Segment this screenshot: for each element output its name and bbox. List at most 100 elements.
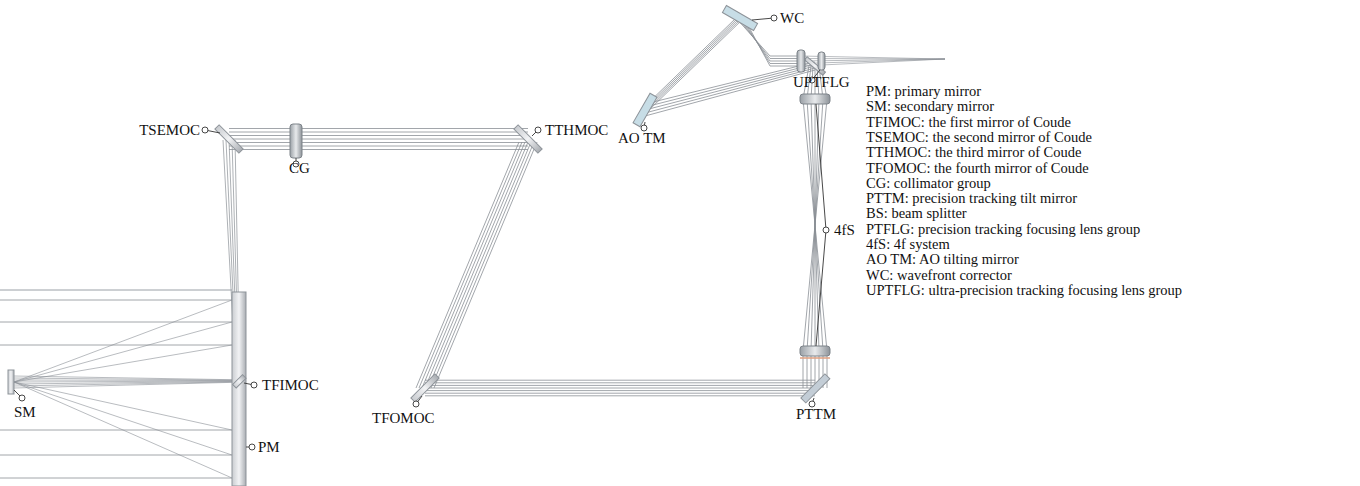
light-ray bbox=[0, 430, 232, 431]
primary-mirror bbox=[232, 292, 246, 486]
key-entry: BS: beam splitter bbox=[866, 206, 967, 221]
light-ray bbox=[428, 142, 531, 388]
light-ray bbox=[425, 382, 815, 383]
coude-mirror bbox=[514, 125, 542, 153]
light-ray bbox=[416, 142, 519, 388]
callout-label: TFIMOC bbox=[262, 377, 319, 393]
light-ray bbox=[0, 300, 232, 301]
light-ray bbox=[803, 99, 827, 351]
light-ray bbox=[14, 382, 232, 430]
callout-label: TTHMOC bbox=[545, 122, 608, 138]
light-ray bbox=[643, 18, 738, 110]
lens bbox=[818, 52, 825, 70]
lens bbox=[797, 50, 805, 72]
light-ray bbox=[14, 300, 232, 382]
light-ray bbox=[14, 380, 238, 382]
light-ray bbox=[425, 142, 528, 388]
light-ray bbox=[0, 322, 232, 323]
light-ray bbox=[431, 142, 534, 388]
lens bbox=[800, 346, 830, 356]
key-entry: SM: secondary mirror bbox=[866, 99, 994, 114]
callout-label: WC bbox=[780, 10, 804, 26]
light-ray bbox=[14, 376, 238, 380]
light-ray bbox=[645, 18, 740, 110]
light-ray bbox=[14, 382, 232, 478]
light-ray bbox=[14, 382, 238, 388]
light-ray bbox=[425, 395, 815, 396]
lens bbox=[800, 94, 830, 104]
light-ray bbox=[815, 351, 816, 388]
light-ray bbox=[422, 142, 525, 388]
light-ray bbox=[14, 382, 232, 455]
coude-mirror bbox=[215, 125, 243, 153]
key-entry: AO TM: AO tilting mirror bbox=[866, 252, 1019, 267]
light-ray bbox=[229, 142, 528, 143]
housing-edge bbox=[0, 290, 232, 291]
light-ray bbox=[807, 351, 808, 388]
light-ray bbox=[14, 378, 238, 380]
callout-dot bbox=[535, 127, 541, 133]
leader-line bbox=[816, 230, 826, 346]
light-ray bbox=[425, 380, 815, 381]
ao-tilt-mirror bbox=[633, 93, 657, 126]
light-ray bbox=[434, 142, 537, 388]
light-ray bbox=[645, 70, 815, 116]
callout-dot bbox=[413, 401, 419, 407]
callout-dot bbox=[823, 227, 829, 233]
callout-dot bbox=[251, 382, 257, 388]
callout-label: SM bbox=[14, 404, 36, 420]
light-ray bbox=[770, 66, 801, 67]
key-entry: TFIMOC: the first mirror of Coude bbox=[866, 115, 1071, 130]
light-ray bbox=[0, 478, 232, 479]
key-entry: PM: primary mirror bbox=[866, 84, 981, 99]
light-ray bbox=[425, 388, 815, 389]
key-entry: PTFLG: precision tracking focusing lens … bbox=[866, 222, 1140, 237]
leader-lines bbox=[14, 15, 829, 450]
light-ray bbox=[645, 68, 815, 113]
light-ray bbox=[803, 351, 804, 388]
key-entry: TSEMOC: the second mirror of Coude bbox=[866, 130, 1092, 145]
callout-label: TFOMOC bbox=[372, 410, 435, 426]
key-entry: PTTM: precision tracking tilt mirror bbox=[866, 191, 1077, 206]
callout-label: PTTM bbox=[796, 406, 836, 422]
callout-dot bbox=[249, 444, 255, 450]
callout-label: PM bbox=[258, 439, 280, 455]
light-ray bbox=[803, 99, 827, 351]
callout-label: TSEMOC bbox=[139, 122, 200, 138]
wavefront-corrector bbox=[722, 6, 757, 31]
light-ray bbox=[770, 63, 801, 64]
light-ray bbox=[0, 455, 232, 456]
light-ray bbox=[425, 393, 815, 394]
light-ray bbox=[229, 128, 528, 129]
light-ray bbox=[425, 385, 815, 386]
leader-line bbox=[816, 104, 826, 230]
light-ray bbox=[419, 142, 522, 388]
key-entry: TTHMOC: the third mirror of Coude bbox=[866, 145, 1081, 160]
light-ray bbox=[770, 56, 801, 57]
light-ray bbox=[770, 58, 801, 59]
light-ray bbox=[229, 132, 528, 133]
key-entry: TFOMOC: the fourth mirror of Coude bbox=[866, 161, 1089, 176]
callout-label: 4fS bbox=[834, 222, 855, 238]
key-entry: 4fS: 4f system bbox=[866, 237, 950, 252]
light-ray bbox=[229, 146, 528, 147]
key-entry: WC: wavefront corrector bbox=[866, 268, 1012, 283]
key-entry: CG: collimator group bbox=[866, 176, 991, 191]
callout-label: CG bbox=[289, 160, 310, 176]
light-ray bbox=[14, 322, 232, 382]
light-ray bbox=[649, 18, 744, 110]
light-ray bbox=[647, 18, 742, 110]
light-ray bbox=[0, 345, 232, 346]
key-entry: UPTFLG: ultra-precision tracking focusin… bbox=[866, 283, 1182, 298]
callout-dot bbox=[202, 127, 208, 133]
coude-mirror bbox=[233, 375, 246, 388]
optical-parts bbox=[0, 6, 830, 486]
callout-label: AO TM bbox=[618, 130, 666, 146]
collimator-lens bbox=[290, 124, 302, 158]
light-ray bbox=[425, 390, 815, 391]
callout-dot bbox=[19, 395, 25, 401]
light-ray bbox=[229, 139, 528, 140]
coude-mirror bbox=[411, 374, 439, 402]
light-ray bbox=[229, 135, 528, 136]
light-ray bbox=[770, 61, 801, 62]
